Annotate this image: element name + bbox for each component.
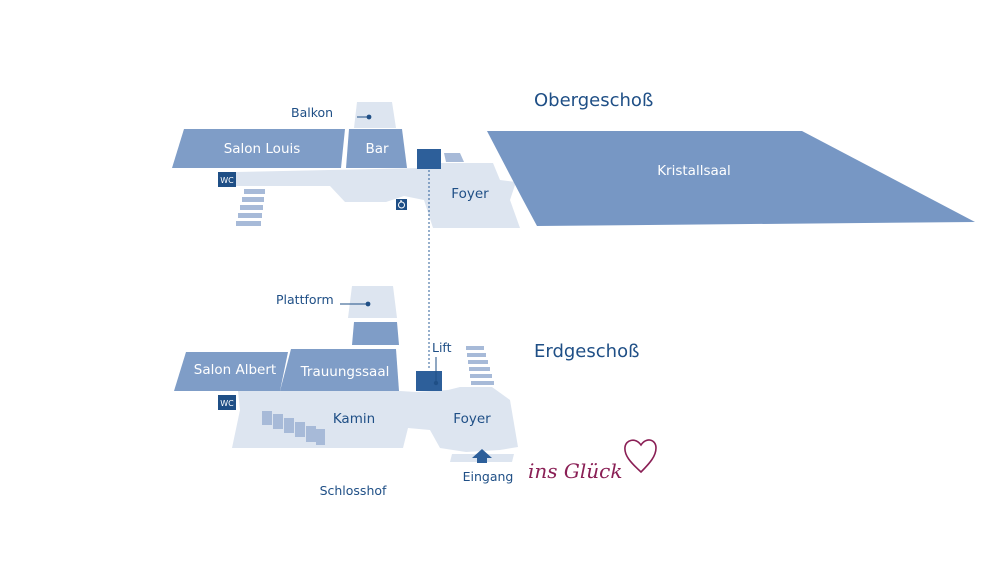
kristallsaal-room[interactable] [487, 131, 975, 226]
upper-floor-title: Obergeschoß [534, 90, 653, 111]
plattform-room[interactable] [348, 286, 397, 318]
trauungssaal-room[interactable] [280, 349, 399, 391]
lift-label: Lift [432, 340, 452, 355]
plattform-label: Plattform [276, 292, 334, 307]
lift-shaft-upper [417, 149, 441, 169]
ground-floor: WC [174, 286, 518, 463]
kamin-label: Kamin [333, 411, 375, 427]
schlosshof-label: Schlosshof [320, 483, 387, 498]
lift-shaft-ground [416, 371, 442, 391]
upper-corridor [236, 163, 520, 228]
salon-albert-label: Salon Albert [194, 362, 276, 378]
kamin-stairs [262, 411, 325, 445]
ground-stairs-right [466, 346, 494, 385]
platform-stair-block [352, 322, 399, 345]
svg-text:WC: WC [220, 399, 234, 408]
ground-floor-title: Erdgeschoß [534, 341, 639, 362]
balkon-room[interactable] [354, 102, 396, 128]
foyer-ground-label: Foyer [453, 411, 491, 427]
kristallsaal-label: Kristallsaal [657, 163, 731, 179]
trauungssaal-label: Trauungssaal [300, 364, 390, 380]
wc-icon-upper: WC [218, 172, 236, 187]
eingang-label: Eingang [463, 469, 514, 484]
ins-glueck-logo: ins Glück [528, 439, 657, 483]
logo-text: ins Glück [528, 459, 622, 483]
salon-louis-room[interactable] [172, 129, 345, 168]
foyer-upper-label: Foyer [451, 186, 489, 202]
salon-louis-label: Salon Louis [224, 141, 301, 157]
svg-text:WC: WC [220, 176, 234, 185]
balkon-pin [366, 114, 372, 120]
bar-label: Bar [365, 141, 389, 157]
wc-icon-ground: WC [218, 395, 236, 410]
upper-floor: WC [172, 102, 975, 228]
bar-room[interactable] [346, 129, 407, 168]
balkon-label: Balkon [291, 105, 333, 120]
upper-stairs [236, 189, 265, 226]
upper-stairs-small [444, 153, 464, 162]
lift-pin [433, 380, 439, 386]
entrance-arrow-icon [472, 449, 492, 463]
plattform-pin [365, 301, 371, 307]
heart-icon [624, 439, 657, 474]
salon-albert-room[interactable] [174, 352, 288, 391]
wheelchair-icon [396, 199, 407, 210]
